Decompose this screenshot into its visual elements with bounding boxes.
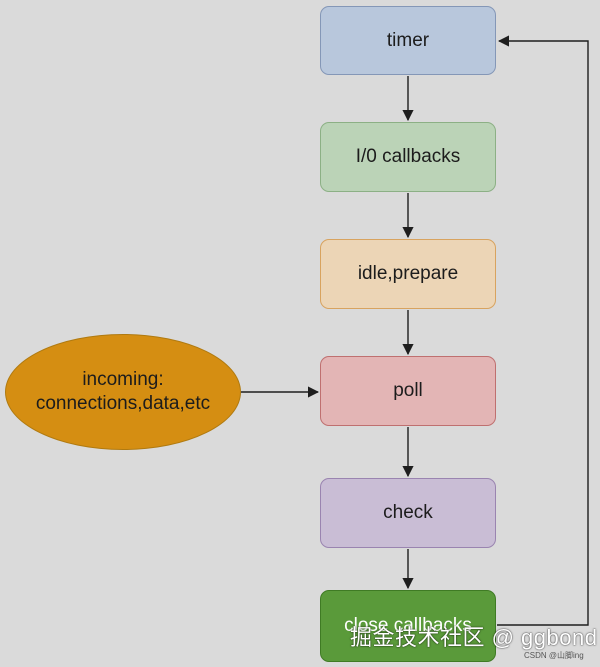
watermark-text: 掘金技术社区 @ ggbond xyxy=(350,625,598,650)
timer-phase-label: timer xyxy=(386,29,430,51)
incoming-connections-source: incoming: connections,data,etc xyxy=(5,334,241,450)
io-callbacks-phase-label: I/0 callbacks xyxy=(355,146,461,167)
incoming-label-line-1: incoming: xyxy=(82,369,164,391)
poll-phase-label: poll xyxy=(393,380,423,401)
io-callbacks-phase-node: I/0 callbacks xyxy=(320,122,496,192)
arrow-close-loop-to-timer xyxy=(497,35,589,626)
idle-prepare-phase-node: idle,prepare xyxy=(320,239,496,309)
check-phase-node: check xyxy=(320,478,496,548)
close-callbacks-phase-node: close callbacks xyxy=(320,590,496,662)
incoming-label-line-2: connections,data,etc xyxy=(35,393,211,414)
timer-phase-node: timer xyxy=(320,6,496,75)
poll-phase-node: poll xyxy=(320,356,496,426)
idle-prepare-phase-label: idle,prepare xyxy=(357,263,459,284)
footer-watermark: CSDN @山脚ing xyxy=(524,651,584,660)
close-callbacks-phase-label: close callbacks xyxy=(344,615,472,636)
connector-lines xyxy=(241,35,589,626)
check-phase-label: check xyxy=(383,502,433,523)
